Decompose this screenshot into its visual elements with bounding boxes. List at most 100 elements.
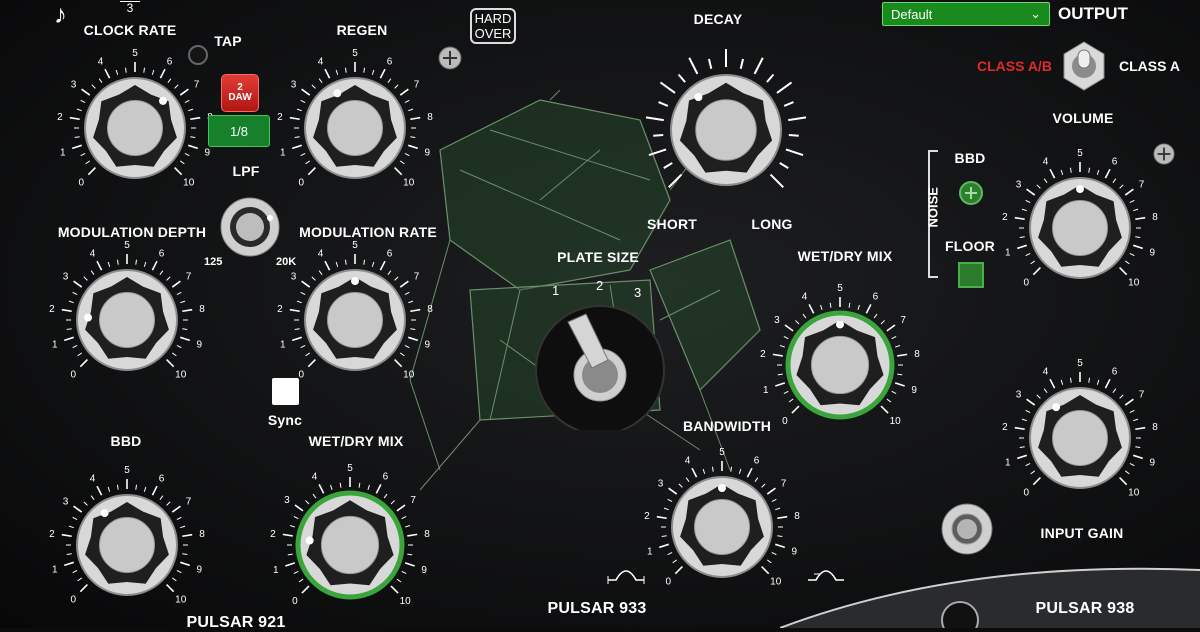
tap-button[interactable] <box>187 44 209 66</box>
knob-scale-number: 7 <box>900 315 906 326</box>
knob-tick <box>90 495 95 500</box>
knob-scale-number: 10 <box>175 595 187 606</box>
knob-tick <box>1069 167 1072 173</box>
music-note-icon[interactable]: ♪ <box>54 0 67 29</box>
knob-tick <box>401 570 407 575</box>
knob-tick <box>159 68 166 79</box>
knob-tick <box>777 373 783 376</box>
knob-scale-number: 4 <box>685 455 691 466</box>
decay-knob[interactable] <box>636 40 816 220</box>
knob-scale-number: 9 <box>1149 247 1155 258</box>
knob-scale-number: 0 <box>1023 488 1029 499</box>
knob-tick <box>1016 244 1027 250</box>
decay-tick <box>668 173 683 188</box>
knob-scale-number: 1 <box>280 147 286 158</box>
pulsar-mid-label: PULSAR 933 <box>547 600 647 617</box>
knob-tick <box>188 144 199 150</box>
knob-tick <box>135 484 138 490</box>
knob-scale-number: 7 <box>194 79 200 90</box>
knob-tick <box>294 504 304 512</box>
knob-scale-number: 4 <box>1043 156 1049 167</box>
decay-tick <box>785 148 804 156</box>
noise-floor-label: FLOOR <box>945 238 995 254</box>
knob-tick <box>293 570 299 575</box>
knob-scale-number: 4 <box>802 292 808 303</box>
knob-tick <box>667 551 673 556</box>
noise-floor-button[interactable] <box>958 262 984 288</box>
knob-tick <box>72 516 78 521</box>
sync-checkbox[interactable] <box>272 378 299 405</box>
knob-tick <box>1125 260 1130 265</box>
knob-tick <box>880 320 885 325</box>
modulation-depth-label: MODULATION DEPTH <box>57 224 207 240</box>
tap-division-button[interactable]: 1/8 <box>208 115 270 147</box>
knob-tick <box>1129 409 1135 414</box>
knob-tick <box>1049 168 1056 179</box>
knob-tick <box>335 69 339 75</box>
knob-tick <box>795 320 800 325</box>
preset-dropdown[interactable]: Default ⌄ <box>882 2 1050 26</box>
lpf-knob[interactable] <box>219 196 281 258</box>
knob-tick <box>151 260 158 271</box>
knob-tick <box>87 167 96 176</box>
knob-tick <box>857 304 860 310</box>
noise-bbd-button[interactable] <box>958 180 984 206</box>
knob-tick <box>383 493 388 499</box>
daw-label: DAW <box>228 92 252 103</box>
knob-tick <box>166 501 171 506</box>
knob-tick <box>771 498 777 503</box>
knob-scale-number: 7 <box>1139 179 1145 190</box>
knob-scale-number: 8 <box>1152 212 1158 223</box>
knob-tick <box>754 477 759 482</box>
knob-tick <box>711 466 714 472</box>
knob-scale-number: 10 <box>403 370 415 381</box>
plate-size-selector[interactable]: 1 2 3 <box>530 280 670 430</box>
knob-tick <box>1133 244 1144 250</box>
knob-tick <box>330 484 333 490</box>
knob-tick <box>311 276 316 281</box>
knob-tick <box>1104 378 1111 389</box>
knob-scale-number: 6 <box>159 248 165 259</box>
knob-tick <box>294 136 300 139</box>
output-label: OUTPUT <box>1058 4 1128 23</box>
hard-over-button[interactable]: HARD OVER <box>470 8 516 44</box>
knob-scale-number: 0 <box>782 416 788 427</box>
knob-scale-number: 6 <box>754 455 760 466</box>
knob-tick <box>1019 446 1025 449</box>
knob-tick <box>678 483 683 488</box>
knob-tick <box>116 259 119 265</box>
knob-tick <box>399 88 409 96</box>
knob-scale-number: 9 <box>911 385 917 396</box>
knob-scale-number: 1 <box>1005 247 1011 258</box>
volume-label: VOLUME <box>1052 110 1114 126</box>
class-toggle-switch[interactable] <box>1058 40 1110 92</box>
knob-tick <box>180 160 185 165</box>
knob-tick <box>63 336 74 342</box>
knob-scale-number: 5 <box>1077 358 1083 369</box>
knob-tick <box>407 553 413 556</box>
knob-tick <box>1030 470 1035 475</box>
knob-tick <box>90 270 95 275</box>
decay-label: DECAY <box>693 11 743 27</box>
knob-scale-number: 10 <box>400 596 412 607</box>
knob-scale-number: 8 <box>424 529 430 540</box>
knob-tick <box>761 483 766 488</box>
knob-tick <box>1129 462 1135 467</box>
knob-tick <box>80 99 86 104</box>
knob-tick <box>1133 208 1139 212</box>
decay-tick <box>658 101 669 107</box>
daw-sync-button[interactable]: 2 DAW <box>221 74 259 112</box>
knob-tick <box>408 144 419 150</box>
bypass-footswitch[interactable] <box>940 502 994 556</box>
knob-scale-number: 4 <box>312 472 318 483</box>
